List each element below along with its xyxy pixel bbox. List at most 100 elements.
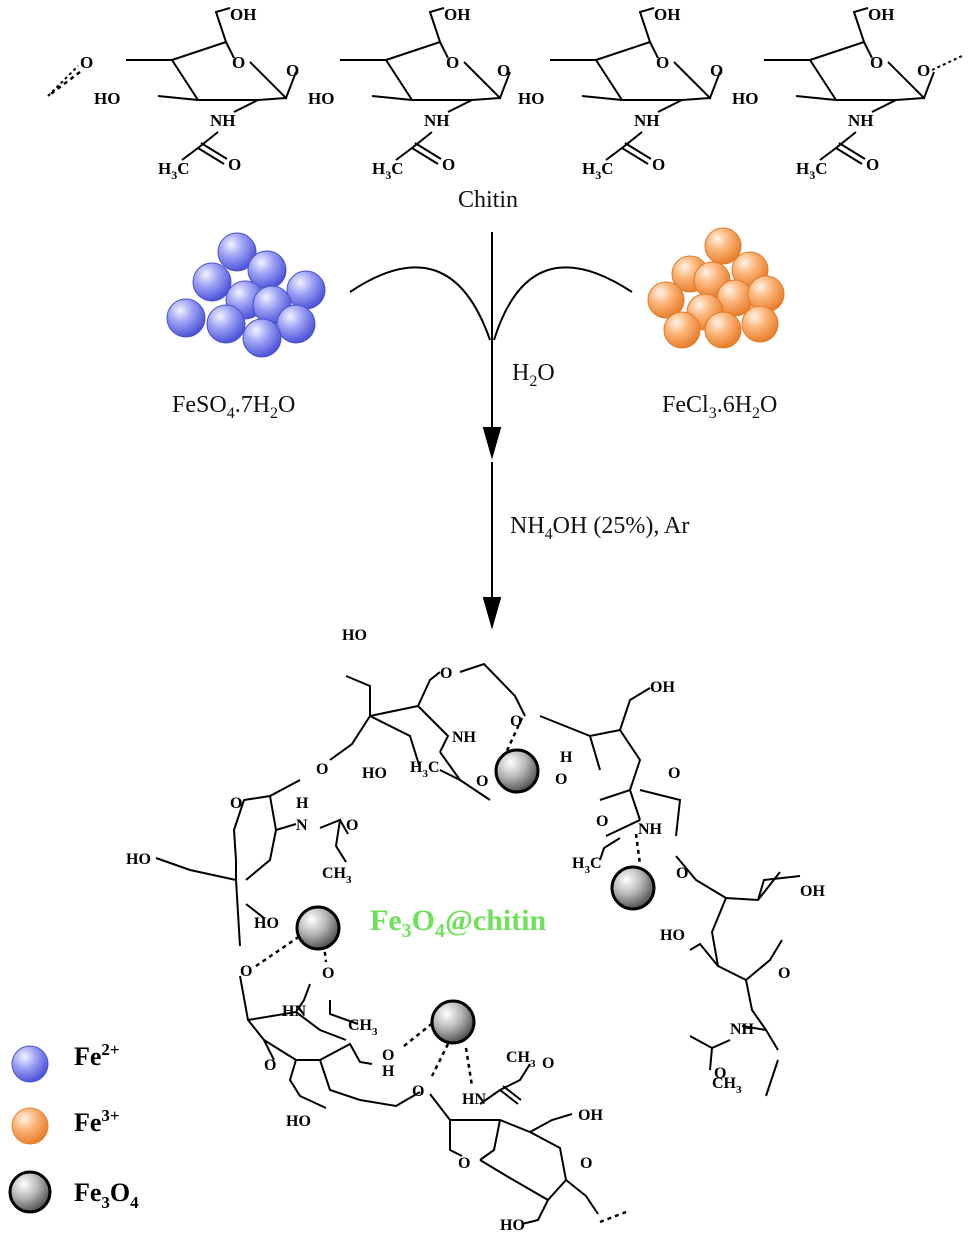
- product-bond-30: [245, 903, 265, 919]
- methyl-h3c-1: H3C: [158, 159, 190, 182]
- product-h3c-2: H3C: [572, 855, 602, 876]
- hydroxymethyl-oh-2: OH: [444, 5, 470, 24]
- product-bridge-o-3: O: [676, 865, 688, 882]
- product-bond-29: [155, 857, 237, 881]
- hydroxyl-ho-3: HO: [518, 89, 544, 108]
- amide-bond-1: [181, 131, 219, 161]
- glycosidic-oxygen-1: O: [286, 61, 299, 80]
- fe2-sphere-7: [166, 298, 206, 338]
- carbonyl-bond-4: [835, 142, 866, 165]
- hydroxymethyl-oh-3: OH: [654, 5, 680, 24]
- product-ch3-2: CH3: [348, 1017, 378, 1038]
- legend-fe3o4-swatch: [8, 1170, 52, 1214]
- product-hn-1: HN: [282, 1003, 306, 1020]
- ch2oh-bond-3: [638, 7, 655, 43]
- nh-bond-4: [871, 99, 897, 113]
- ch2oh-bond-2: [428, 7, 445, 43]
- fe2-sphere-3: [192, 262, 232, 302]
- product-oh-2: OH: [650, 679, 675, 696]
- product-bond-40: [450, 1113, 573, 1134]
- product-bond-42: [479, 1119, 501, 1161]
- amide-bond-4: [819, 131, 857, 161]
- coordination-dash-9: [47, 71, 81, 97]
- product-bond-38: [359, 1091, 421, 1108]
- coordination-dash-4: [403, 1021, 435, 1047]
- fe3-sphere-11: [741, 305, 779, 343]
- fe3-sphere-10: [704, 311, 742, 349]
- legend-fe3-label: Fe3+: [74, 1106, 120, 1137]
- oh-bond-1: [157, 95, 199, 101]
- product-bond-41: [521, 1131, 568, 1225]
- product-bond-23: [765, 1059, 779, 1097]
- product-ring-o-1: O: [440, 665, 452, 682]
- coordination-dash-7: [634, 833, 642, 865]
- product-bond-4: [459, 662, 526, 717]
- coordination-dash-6: [464, 1047, 474, 1087]
- product-bond-36: [288, 1059, 327, 1109]
- fe2-salt-label: FeSO4.7H2O: [172, 392, 295, 422]
- product-bond-31: [239, 975, 275, 1061]
- product-bond-25: [245, 795, 278, 881]
- hydroxyl-ho-4: HO: [732, 89, 758, 108]
- product-ch3-3: CH3: [506, 1049, 536, 1070]
- base-label: NH4OH (25%), Ar: [510, 513, 689, 543]
- arrow-head-2: [482, 597, 502, 630]
- fe3o4-chitin-structure: [47, 71, 801, 1225]
- nh-bond-1: [233, 99, 259, 113]
- product-bond-10: [619, 687, 651, 731]
- product-h3c-1: H3C: [410, 759, 440, 780]
- product-oh-5: OH: [800, 883, 825, 900]
- product-ring-o-2: O: [668, 765, 680, 782]
- product-bond-11: [639, 789, 682, 837]
- carbonyl-oxygen-4: O: [866, 155, 879, 174]
- product-carbonyl-o-3: O: [346, 817, 358, 834]
- carbonyl-oxygen-1: O: [228, 155, 241, 174]
- product-bridge-o-1: O: [510, 713, 522, 730]
- product-carbonyl-o-5: O: [714, 1065, 726, 1082]
- fe2-sphere-8: [206, 304, 246, 344]
- ring-upper-edge-1: [171, 40, 235, 61]
- carbonyl-bond-2: [411, 142, 442, 165]
- product-bond-26: [275, 823, 297, 831]
- product-bond-44: [479, 1159, 549, 1201]
- legend-fe3-swatch: [11, 1107, 49, 1145]
- product-ho-3: HO: [362, 765, 387, 782]
- hydroxyl-ho-1: HO: [94, 89, 120, 108]
- product-bridge-o-5: O: [412, 1083, 424, 1100]
- product-bond-1: [329, 675, 371, 761]
- product-ho-1: HO: [342, 627, 367, 644]
- nh-bond-2: [447, 99, 473, 113]
- oh-bond-4: [795, 95, 837, 101]
- product-ho-9: HO: [286, 1113, 311, 1130]
- product-ho-7: HO: [254, 915, 279, 932]
- product-bond-46: [499, 1089, 519, 1105]
- ring-upper-edge-3: [595, 40, 659, 61]
- product-nh-1: NH: [452, 729, 477, 746]
- product-bond-27: [319, 818, 347, 863]
- product-label: Fe3O4@chitin: [370, 904, 547, 942]
- ring-oxygen-4: O: [870, 53, 883, 72]
- coordination-dash-5: [430, 1043, 450, 1077]
- product-h-o-1: O: [555, 771, 567, 788]
- product-hn-2: HN: [462, 1091, 486, 1108]
- chain-start-oxygen: O: [80, 53, 93, 72]
- chain-end-dash: [931, 55, 963, 71]
- product-bond-17: [757, 875, 801, 901]
- hydroxyl-ho-2: HO: [308, 89, 334, 108]
- legend-fe3o4-label: Fe3O4: [74, 1178, 139, 1212]
- product-bridge-o-2: O: [316, 761, 328, 778]
- product-bond-22: [689, 1035, 713, 1049]
- carbonyl-bond-3: [621, 142, 652, 165]
- product-h-1: H: [560, 749, 573, 766]
- product-bond-47: [502, 1085, 522, 1101]
- coordination-dash-1: [498, 717, 524, 767]
- product-bond-16: [710, 897, 783, 982]
- fe3o4-particles: [295, 748, 656, 1045]
- product-ring-o-4: O: [778, 965, 790, 982]
- amide-nh-1: NH: [210, 111, 236, 130]
- carbonyl-bond-1: [197, 142, 228, 165]
- product-ring-o-5: O: [264, 1057, 276, 1074]
- product-bond-14: [599, 837, 621, 861]
- product-carbonyl-o-4: O: [322, 965, 334, 982]
- nh-bond-3: [657, 99, 683, 113]
